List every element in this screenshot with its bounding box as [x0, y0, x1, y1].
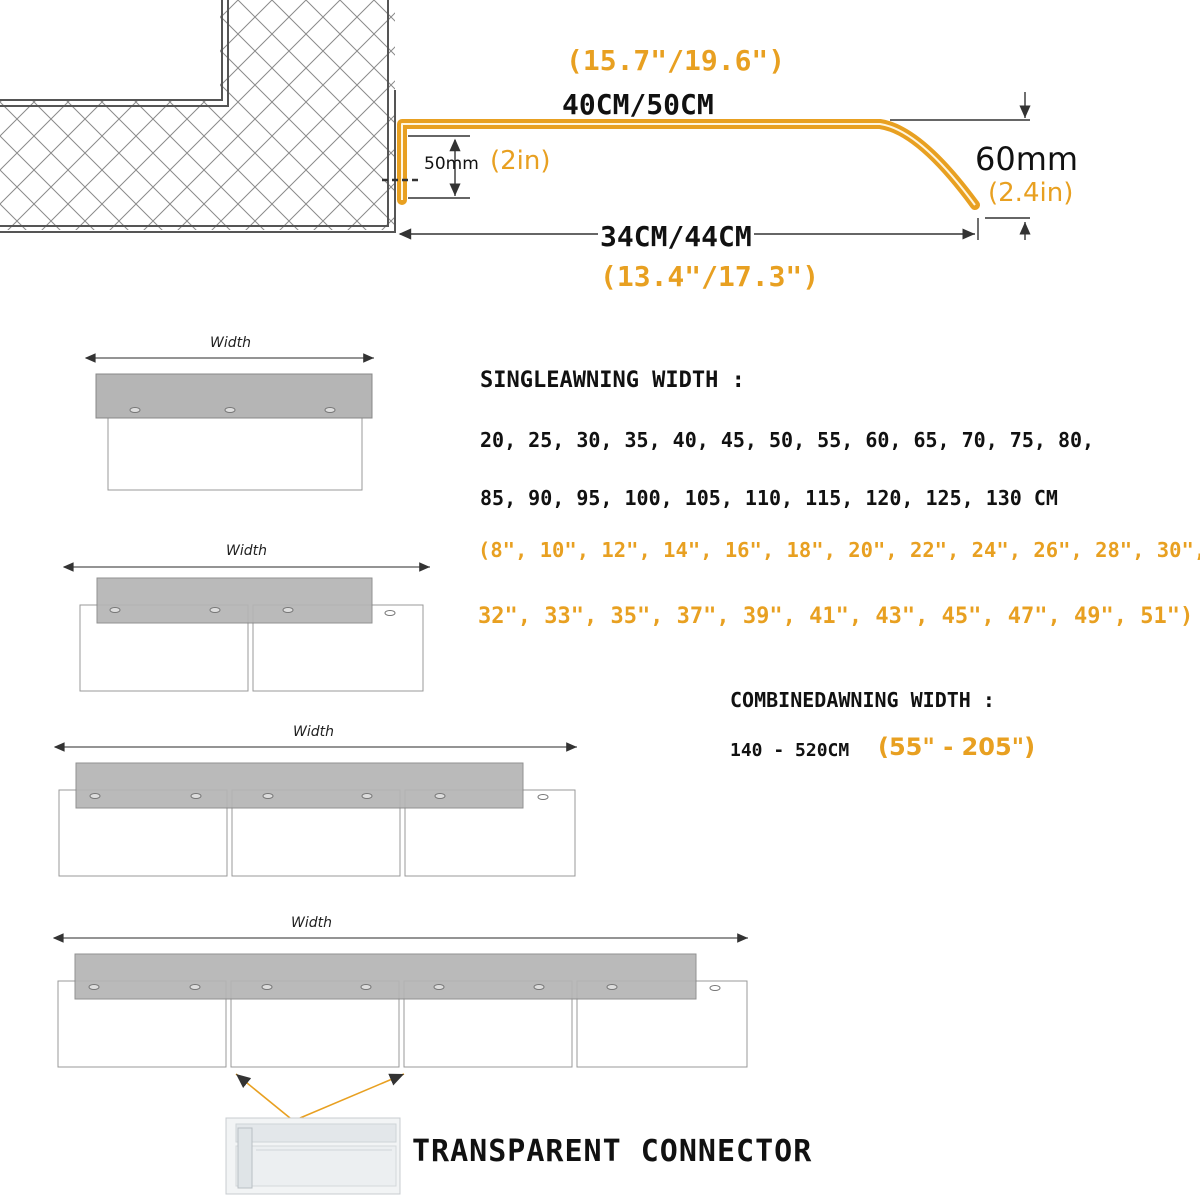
single-width-in-line2: 32", 33", 35", 37", 39", 41", 43", 45", … [478, 604, 1194, 629]
wall-height-mm: 50mm [424, 154, 479, 174]
top-length-inch: (15.7"/19.6") [566, 44, 786, 77]
double-awning-diagram [62, 562, 430, 692]
width-label-2: Width [226, 543, 267, 559]
combined-width-title: COMBINEDAWNING WIDTH : [730, 688, 995, 712]
drop-height-mm: 60mm [975, 140, 1079, 178]
bottom-length-inch: (13.4"/17.3") [600, 260, 820, 293]
combined-width-cm: 140 - 520CM [730, 740, 850, 761]
top-length-cm: 40CM/50CM [562, 88, 714, 121]
drop-height-in: (2.4in) [988, 178, 1074, 208]
connector-label: TRANSPARENT CONNECTOR [412, 1134, 813, 1169]
wall-height-in: (2in) [490, 146, 551, 176]
width-label-1: Width [210, 335, 251, 351]
single-awning-diagram [84, 353, 374, 491]
combined-width-in: (55" - 205") [878, 733, 1036, 761]
width-label-4: Width [291, 915, 332, 931]
quadruple-awning-diagram [52, 933, 748, 1119]
width-label-3: Width [293, 724, 334, 740]
single-width-title: SINGLEAWNING WIDTH : [480, 368, 745, 393]
awning-profile [397, 119, 980, 210]
triple-awning-diagram [53, 742, 577, 877]
connector-photo [225, 1117, 401, 1195]
single-width-in-line1: (8", 10", 12", 14", 16", 18", 20", 22", … [478, 538, 1200, 562]
bottom-length-cm: 34CM/44CM [598, 220, 754, 253]
single-width-cm-line1: 20, 25, 30, 35, 40, 45, 50, 55, 60, 65, … [480, 428, 1095, 452]
single-width-cm-line2: 85, 90, 95, 100, 105, 110, 115, 120, 125… [480, 486, 1058, 510]
wall-section [0, 0, 396, 233]
